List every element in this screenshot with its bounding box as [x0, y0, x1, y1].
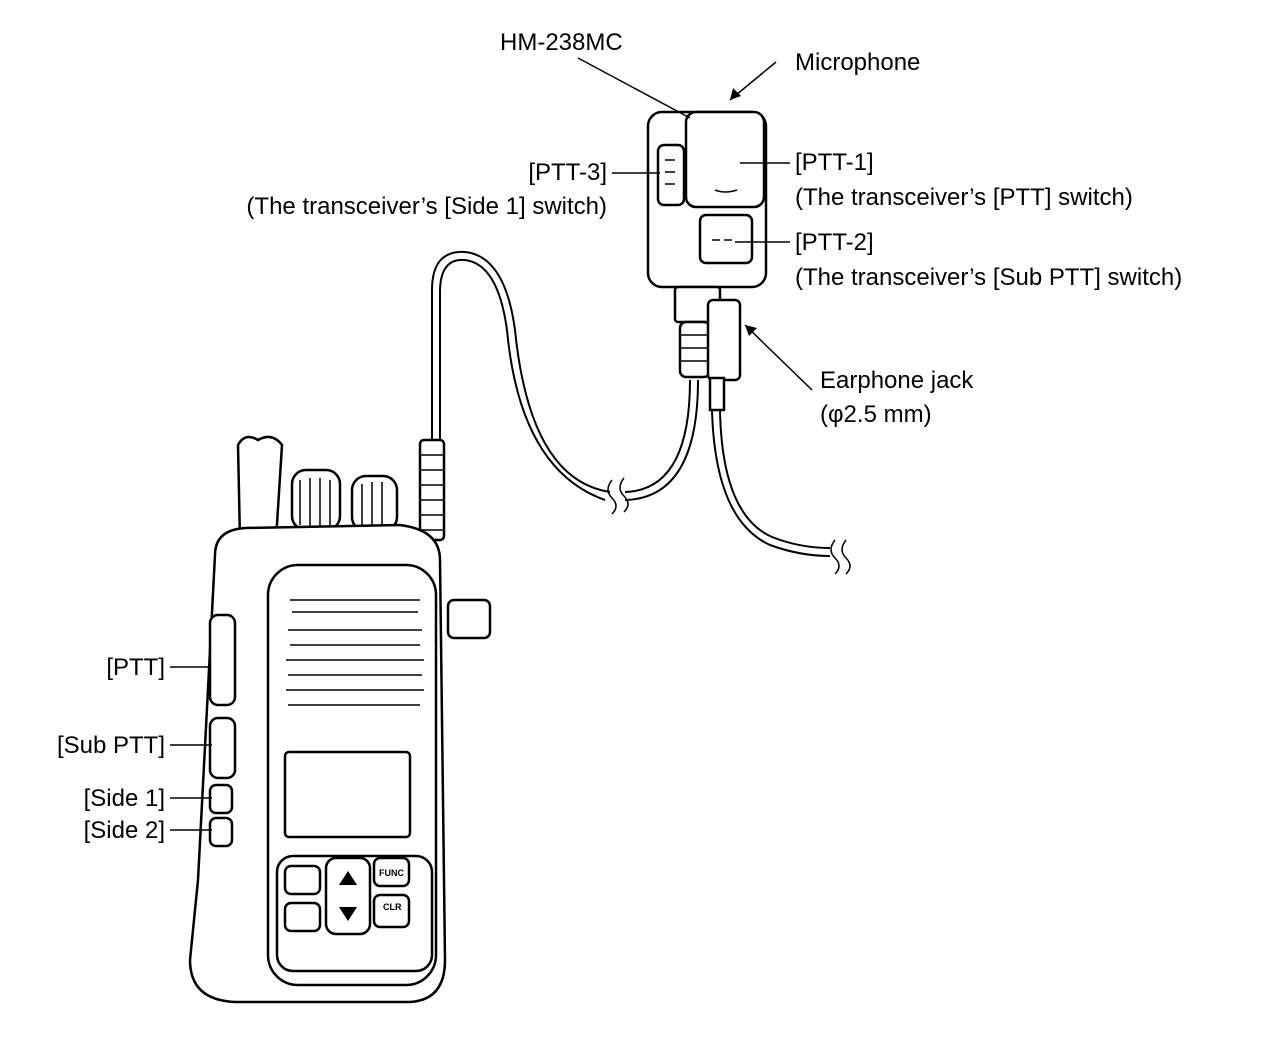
side-knob [446, 598, 492, 640]
radio-side1-button [208, 783, 234, 815]
ptt-3-button [656, 143, 686, 207]
side2-label: [Side 2] [84, 817, 165, 844]
speaker-grille [286, 599, 424, 706]
radio-sub-ptt-button [208, 716, 237, 780]
earphone-jack-size: (φ2.5 mm) [820, 401, 932, 428]
clr-key [372, 893, 411, 929]
ptt2-label: [PTT-2] [795, 229, 874, 256]
arrow-icons [339, 871, 357, 921]
ptt-1-button [684, 110, 766, 209]
ptt1-description: (The transceiver’s [PTT] switch) [795, 184, 1133, 211]
radio-side2-button [208, 816, 234, 848]
radio-ptt-button [208, 613, 237, 707]
channel-knob [350, 474, 399, 533]
speaker-microphone [646, 110, 768, 412]
ptt2-description: (The transceiver’s [Sub PTT] switch) [795, 264, 1182, 291]
earphone-jack-label: Earphone jack [820, 367, 974, 394]
key-up-down [324, 856, 372, 936]
microphone-cable [431, 250, 699, 515]
transceiver: FUNC CLR [188, 435, 492, 1004]
func-key [372, 856, 411, 888]
side1-label: [Side 1] [84, 785, 165, 812]
key-menu [283, 864, 322, 896]
ptt3-description: (The transceiver’s [Side 1] switch) [246, 193, 607, 220]
key-mode [283, 901, 322, 933]
earphone-cable [711, 409, 851, 575]
model-label: HM-238MC [500, 29, 623, 56]
ptt3-label: [PTT-3] [528, 159, 607, 186]
ptt-2-button [698, 213, 754, 265]
ptt-label: [PTT] [106, 654, 165, 681]
sub-ptt-label: [Sub PTT] [57, 732, 165, 759]
earphone-plug [706, 298, 742, 382]
ptt1-label: [PTT-1] [795, 149, 874, 176]
microphone-label: Microphone [795, 49, 920, 76]
leader-lines [170, 57, 813, 831]
antenna [236, 435, 284, 542]
func-key-label: FUNC [379, 868, 404, 878]
radio-plug [418, 438, 446, 542]
display [283, 750, 412, 839]
clr-key-label: CLR [383, 902, 402, 912]
volume-knob [290, 468, 342, 532]
